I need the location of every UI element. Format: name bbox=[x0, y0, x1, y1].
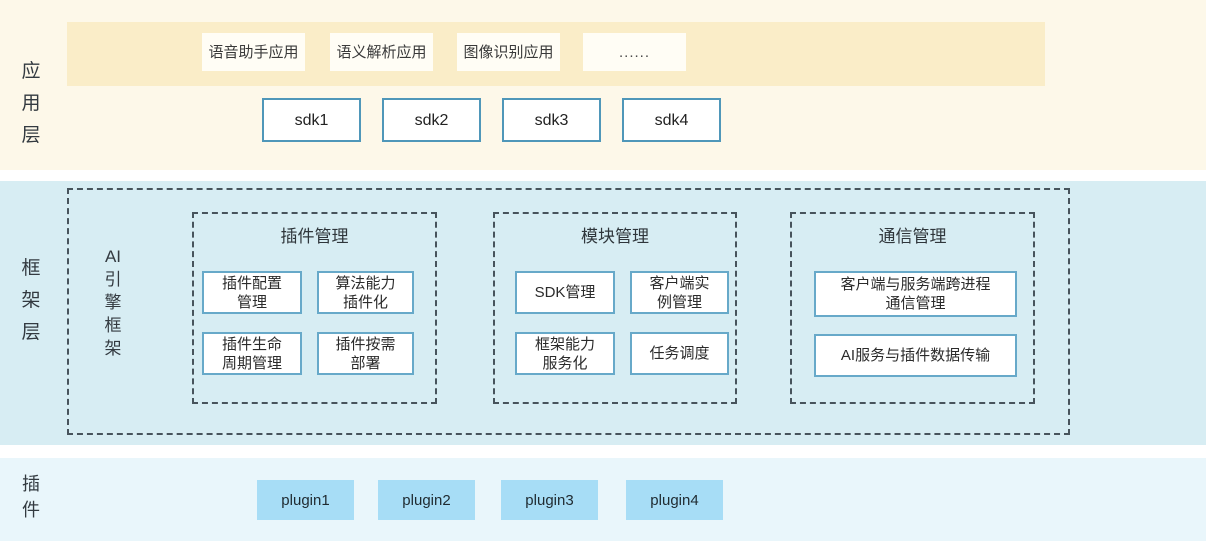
app-box-voice-assistant: 语音助手应用 bbox=[202, 33, 305, 71]
ai-engine-framework-label: AI引擎框架 bbox=[104, 247, 122, 358]
app-layer-label: 应用层 bbox=[21, 61, 41, 146]
group-module-management: 模块管理 SDK管理 客户端实 例管理 框架能力 服务化 任务调度 bbox=[493, 212, 737, 404]
plugin-layer-label: 插件 bbox=[22, 474, 40, 520]
framework-layer-section: 框架层 AI引擎框架 插件管理 插件配置 管理 算法能力 插件化 插件生命 周期… bbox=[0, 181, 1206, 445]
sdk-box-3: sdk3 bbox=[502, 98, 601, 142]
item-client-instance-management: 客户端实 例管理 bbox=[630, 271, 729, 314]
sdk-box-1: sdk1 bbox=[262, 98, 361, 142]
framework-layer-label: 框架层 bbox=[21, 258, 41, 343]
item-ai-service-plugin-data-transfer: AI服务与插件数据传输 bbox=[814, 334, 1017, 377]
plugin-layer-section: 插件 plugin1 plugin2 plugin3 plugin4 bbox=[0, 458, 1206, 541]
plugin-box-1: plugin1 bbox=[257, 480, 354, 520]
ai-engine-framework-box bbox=[67, 188, 1070, 435]
plugin-box-4: plugin4 bbox=[626, 480, 723, 520]
app-box-image-recognition: 图像识别应用 bbox=[457, 33, 560, 71]
sdk-box-2: sdk2 bbox=[382, 98, 481, 142]
app-box-ellipsis: ...... bbox=[583, 33, 686, 71]
group-plugin-management-title: 插件管理 bbox=[280, 227, 349, 246]
item-algorithm-pluginization: 算法能力 插件化 bbox=[317, 271, 414, 314]
app-box-semantic-parsing: 语义解析应用 bbox=[330, 33, 433, 71]
group-module-management-title: 模块管理 bbox=[581, 227, 649, 246]
item-client-server-ipc-management: 客户端与服务端跨进程 通信管理 bbox=[814, 271, 1017, 317]
sdk-box-4: sdk4 bbox=[622, 98, 721, 142]
item-plugin-config-management: 插件配置 管理 bbox=[202, 271, 302, 314]
group-communication-management: 通信管理 客户端与服务端跨进程 通信管理 AI服务与插件数据传输 bbox=[790, 212, 1035, 404]
item-framework-capability-service: 框架能力 服务化 bbox=[515, 332, 615, 375]
group-plugin-management: 插件管理 插件配置 管理 算法能力 插件化 插件生命 周期管理 插件按需 部署 bbox=[192, 212, 437, 404]
plugin-box-3: plugin3 bbox=[501, 480, 598, 520]
app-layer-section: 应用层 语音助手应用 语义解析应用 图像识别应用 ...... sdk1 sdk… bbox=[0, 0, 1206, 170]
item-sdk-management: SDK管理 bbox=[515, 271, 615, 314]
item-plugin-lifecycle-management: 插件生命 周期管理 bbox=[202, 332, 302, 375]
group-communication-management-title: 通信管理 bbox=[878, 227, 947, 246]
item-plugin-on-demand-deploy: 插件按需 部署 bbox=[317, 332, 414, 375]
item-task-scheduling: 任务调度 bbox=[630, 332, 729, 375]
plugin-box-2: plugin2 bbox=[378, 480, 475, 520]
